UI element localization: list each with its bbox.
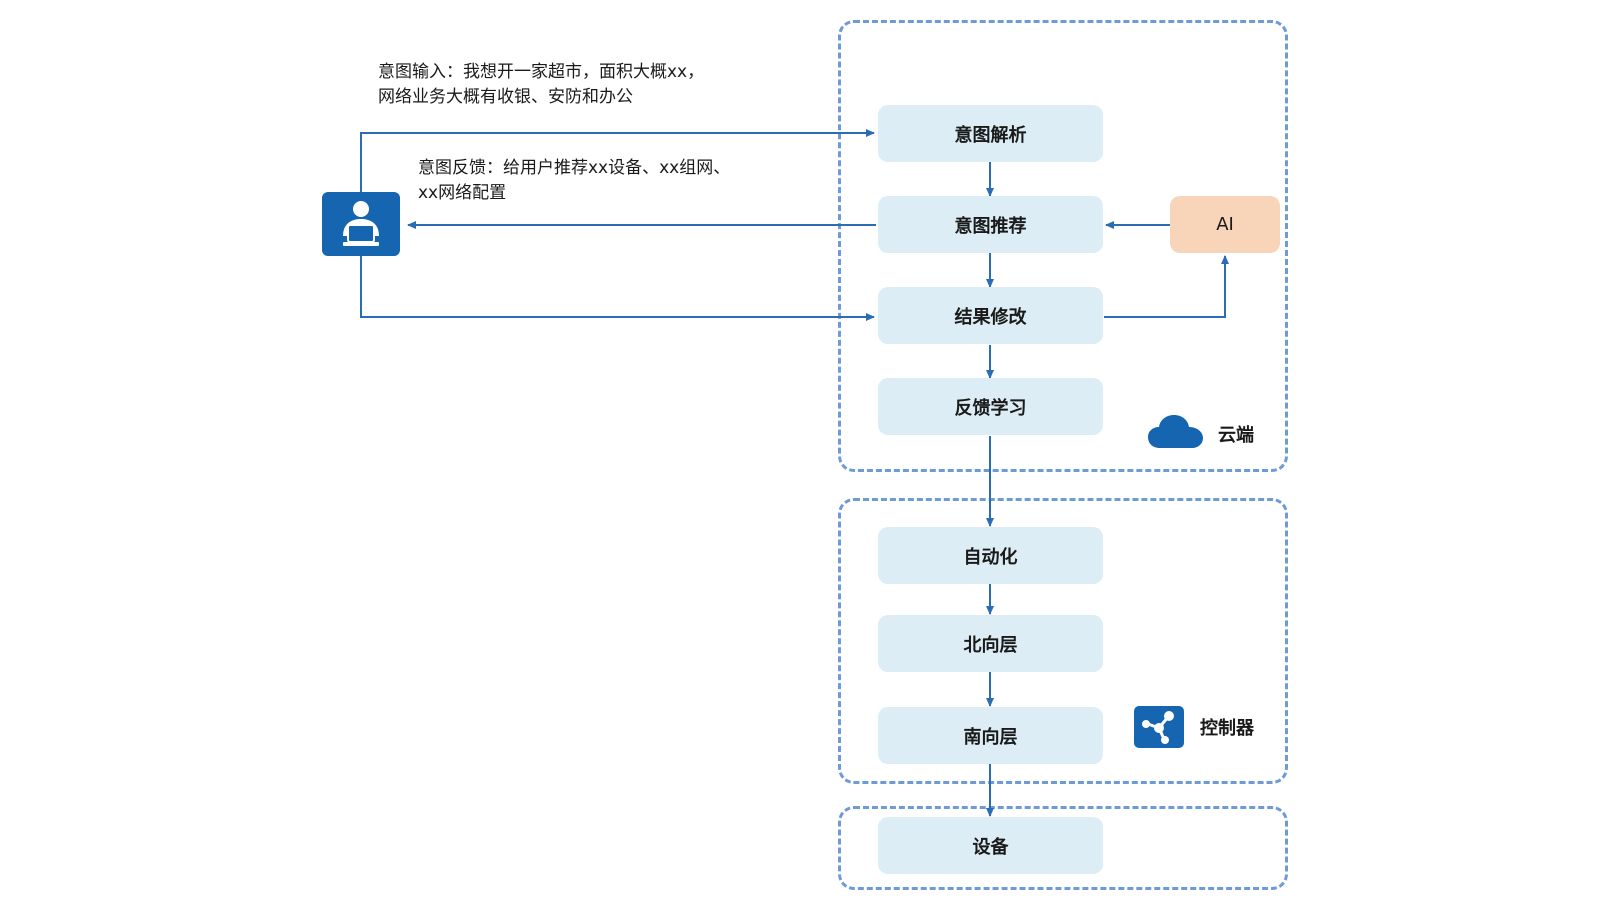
intent-input-line1: 意图输入：我想开一家超市，面积大概xx，	[378, 62, 705, 82]
edge-user-to-intent-parse	[360, 129, 875, 192]
node-southbound: 南向层	[878, 707, 1103, 764]
node-result-modify: 结果修改	[878, 287, 1103, 344]
cloud-zone-label: 云端	[1218, 425, 1254, 446]
intent-input-line2: 网络业务大概有收银、安防和办公	[378, 87, 633, 107]
controller-zone	[838, 498, 1288, 784]
intent-feedback-line1: 意图反馈：给用户推荐xx设备、xx组网、	[418, 158, 731, 178]
controller-network-icon	[1134, 706, 1184, 748]
node-ai: AI	[1170, 196, 1280, 253]
intent-input-note: 意图输入：我想开一家超市，面积大概xx， 网络业务大概有收银、安防和办公	[378, 60, 704, 110]
node-automation: 自动化	[878, 527, 1103, 584]
device-zone	[838, 806, 1288, 890]
node-feedback-learning: 反馈学习	[878, 378, 1103, 435]
cloud-zone	[838, 20, 1288, 472]
node-intent-recommend: 意图推荐	[878, 196, 1103, 253]
edge-result-to-ai	[1104, 255, 1229, 318]
node-intent-parse: 意图解析	[878, 105, 1103, 162]
edge-user-to-result-modify	[360, 256, 875, 321]
node-northbound: 北向层	[878, 615, 1103, 672]
user-at-laptop-icon	[322, 192, 400, 256]
cloud-icon	[1148, 415, 1203, 448]
controller-zone-label: 控制器	[1200, 718, 1254, 739]
node-device: 设备	[878, 817, 1103, 874]
intent-feedback-note: 意图反馈：给用户推荐xx设备、xx组网、 xx网络配置	[418, 156, 730, 206]
intent-feedback-line2: xx网络配置	[418, 183, 507, 203]
